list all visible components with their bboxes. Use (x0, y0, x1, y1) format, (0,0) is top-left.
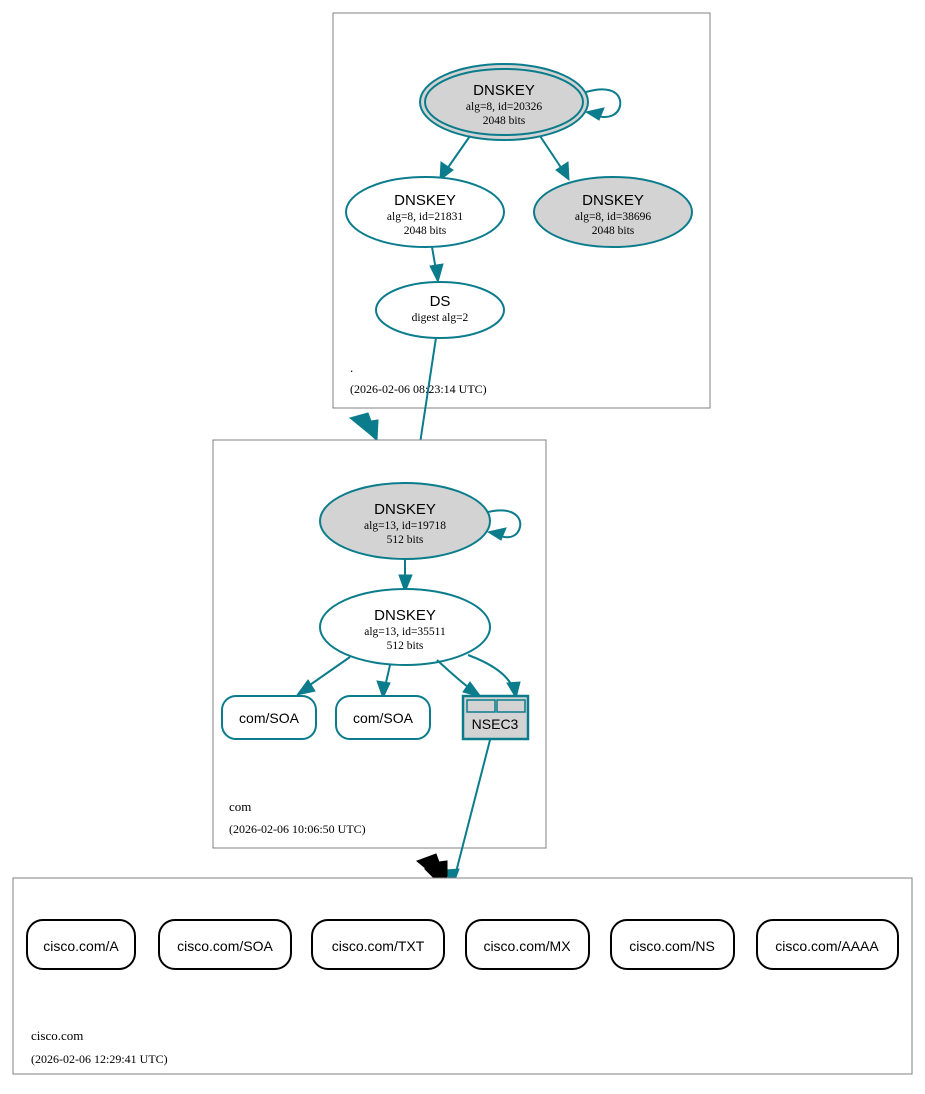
node-title: DNSKEY (582, 192, 644, 209)
zone-label-com: com (229, 799, 251, 814)
node-root-ds[interactable]: DS digest alg=2 (375, 281, 505, 339)
node-detail-size: 2048 bits (404, 225, 447, 237)
edge-root-ksk-self-sign (585, 88, 622, 118)
node-outline (610, 919, 735, 970)
node-title: DNSKEY (473, 82, 535, 99)
zone-timestamp-cisco: (2026-02-06 12:29:41 UTC) (31, 1052, 168, 1066)
node-outline (375, 281, 505, 339)
arrowhead-com-zsk-to-soa-1 (295, 679, 316, 696)
node-label: cisco.com/MX (483, 938, 571, 954)
arrowhead-root-ksk-self-sign (584, 107, 605, 121)
node-outline (311, 919, 445, 970)
node-label: NSEC3 (472, 716, 519, 732)
node-outline (345, 176, 505, 248)
node-title: DS (430, 293, 451, 310)
node-com-zsk-dnskey[interactable]: DNSKEY alg=13, id=35511 512 bits (319, 588, 491, 666)
node-label: cisco.com/NS (629, 938, 715, 954)
node-outline (26, 919, 136, 970)
zone-cluster-cisco: cisco.com/A cisco.com/SOA cisco.com/TXT … (12, 877, 913, 1075)
zone-label-cisco: cisco.com (31, 1028, 83, 1043)
edge-com-nsec3-to-cisco (454, 739, 491, 877)
arrowhead-root-zsk-to-ds (429, 263, 444, 284)
cluster-border-cisco (12, 877, 913, 1075)
zone-timestamp-root: (2026-02-06 08:23:14 UTC) (350, 382, 487, 396)
node-root-zsk-dnskey[interactable]: DNSKEY alg=8, id=21831 2048 bits (345, 176, 505, 248)
arrowhead-root-ksk-to-key38696 (555, 161, 570, 182)
node-outline (465, 919, 590, 970)
node-label: cisco.com/A (43, 938, 119, 954)
node-outline (158, 919, 292, 970)
node-cisco-aaaa-rrset[interactable]: cisco.com/AAAA (756, 919, 899, 970)
node-detail-alg-id: alg=8, id=38696 (575, 211, 651, 223)
node-label: com/SOA (353, 710, 414, 726)
node-label: cisco.com/SOA (177, 938, 273, 954)
arrowhead-root-ksk-to-zsk (439, 161, 454, 182)
zone-cluster-com: DNSKEY alg=13, id=19718 512 bits DNSKEY … (212, 439, 547, 890)
node-cisco-mx-rrset[interactable]: cisco.com/MX (465, 919, 590, 970)
node-title: DNSKEY (374, 501, 436, 518)
node-title: DNSKEY (394, 192, 456, 209)
node-outline-inner (424, 68, 584, 136)
node-root-ksk-dnskey[interactable]: DNSKEY alg=8, id=20326 2048 bits (419, 63, 589, 141)
arrowhead-com-zsk-to-soa-2 (376, 680, 391, 700)
node-cisco-a-rrset[interactable]: cisco.com/A (26, 919, 136, 970)
node-root-key-38696-dnskey[interactable]: DNSKEY alg=8, id=38696 2048 bits (533, 176, 693, 248)
node-label: cisco.com/AAAA (775, 938, 879, 954)
node-detail-alg-id: alg=13, id=35511 (364, 626, 446, 638)
node-outline (756, 919, 899, 970)
arrowhead-com-ksk-self-sign (486, 527, 507, 541)
nsec3-cell-left (466, 699, 496, 713)
edge-trust-root-to-com (359, 423, 378, 441)
node-detail-size: 2048 bits (483, 115, 526, 127)
node-detail-size: 512 bits (387, 640, 424, 652)
node-detail-alg-id: alg=13, id=19718 (364, 520, 446, 532)
arrowhead-com-zsk-to-nsec3-left (462, 681, 483, 698)
edge-root-ksk-to-key38696 (539, 135, 563, 170)
node-detail-alg-id: alg=8, id=21831 (387, 211, 463, 223)
node-label: cisco.com/TXT (332, 938, 425, 954)
edge-com-ksk-self-sign (487, 509, 522, 539)
zone-label-root: . (350, 360, 353, 375)
node-outline (319, 588, 491, 666)
edge-com-zsk-to-soa-1 (306, 656, 351, 688)
node-com-ksk-dnskey[interactable]: DNSKEY alg=13, id=19718 512 bits (319, 482, 491, 560)
edge-root-ksk-to-zsk (446, 135, 471, 170)
node-com-nsec3[interactable]: NSEC3 (461, 694, 530, 741)
node-title: DNSKEY (374, 607, 436, 624)
node-outline (221, 695, 317, 740)
zone-cluster-root: DNSKEY alg=8, id=20326 2048 bits DNSKEY … (332, 12, 711, 497)
node-detail-digest: digest alg=2 (412, 312, 469, 324)
node-outline (335, 695, 431, 740)
node-detail-alg-id: alg=8, id=20326 (466, 101, 542, 113)
node-cisco-soa-rrset[interactable]: cisco.com/SOA (158, 919, 292, 970)
nsec3-cell-right (496, 699, 526, 713)
node-cisco-ns-rrset[interactable]: cisco.com/NS (610, 919, 735, 970)
node-outline-outer (419, 63, 589, 141)
node-detail-size: 2048 bits (592, 225, 635, 237)
node-com-soa-1-rrset[interactable]: com/SOA (221, 695, 317, 740)
node-com-soa-2-rrset[interactable]: com/SOA (335, 695, 431, 740)
node-detail-size: 512 bits (387, 534, 424, 546)
arrowhead-com-zsk-to-nsec3-right (506, 681, 521, 700)
node-outline (533, 176, 693, 248)
node-cisco-txt-rrset[interactable]: cisco.com/TXT (311, 919, 445, 970)
zone-timestamp-com: (2026-02-06 10:06:50 UTC) (229, 822, 366, 836)
node-label: com/SOA (239, 710, 300, 726)
arrowhead-com-ksk-to-zsk (398, 574, 413, 594)
